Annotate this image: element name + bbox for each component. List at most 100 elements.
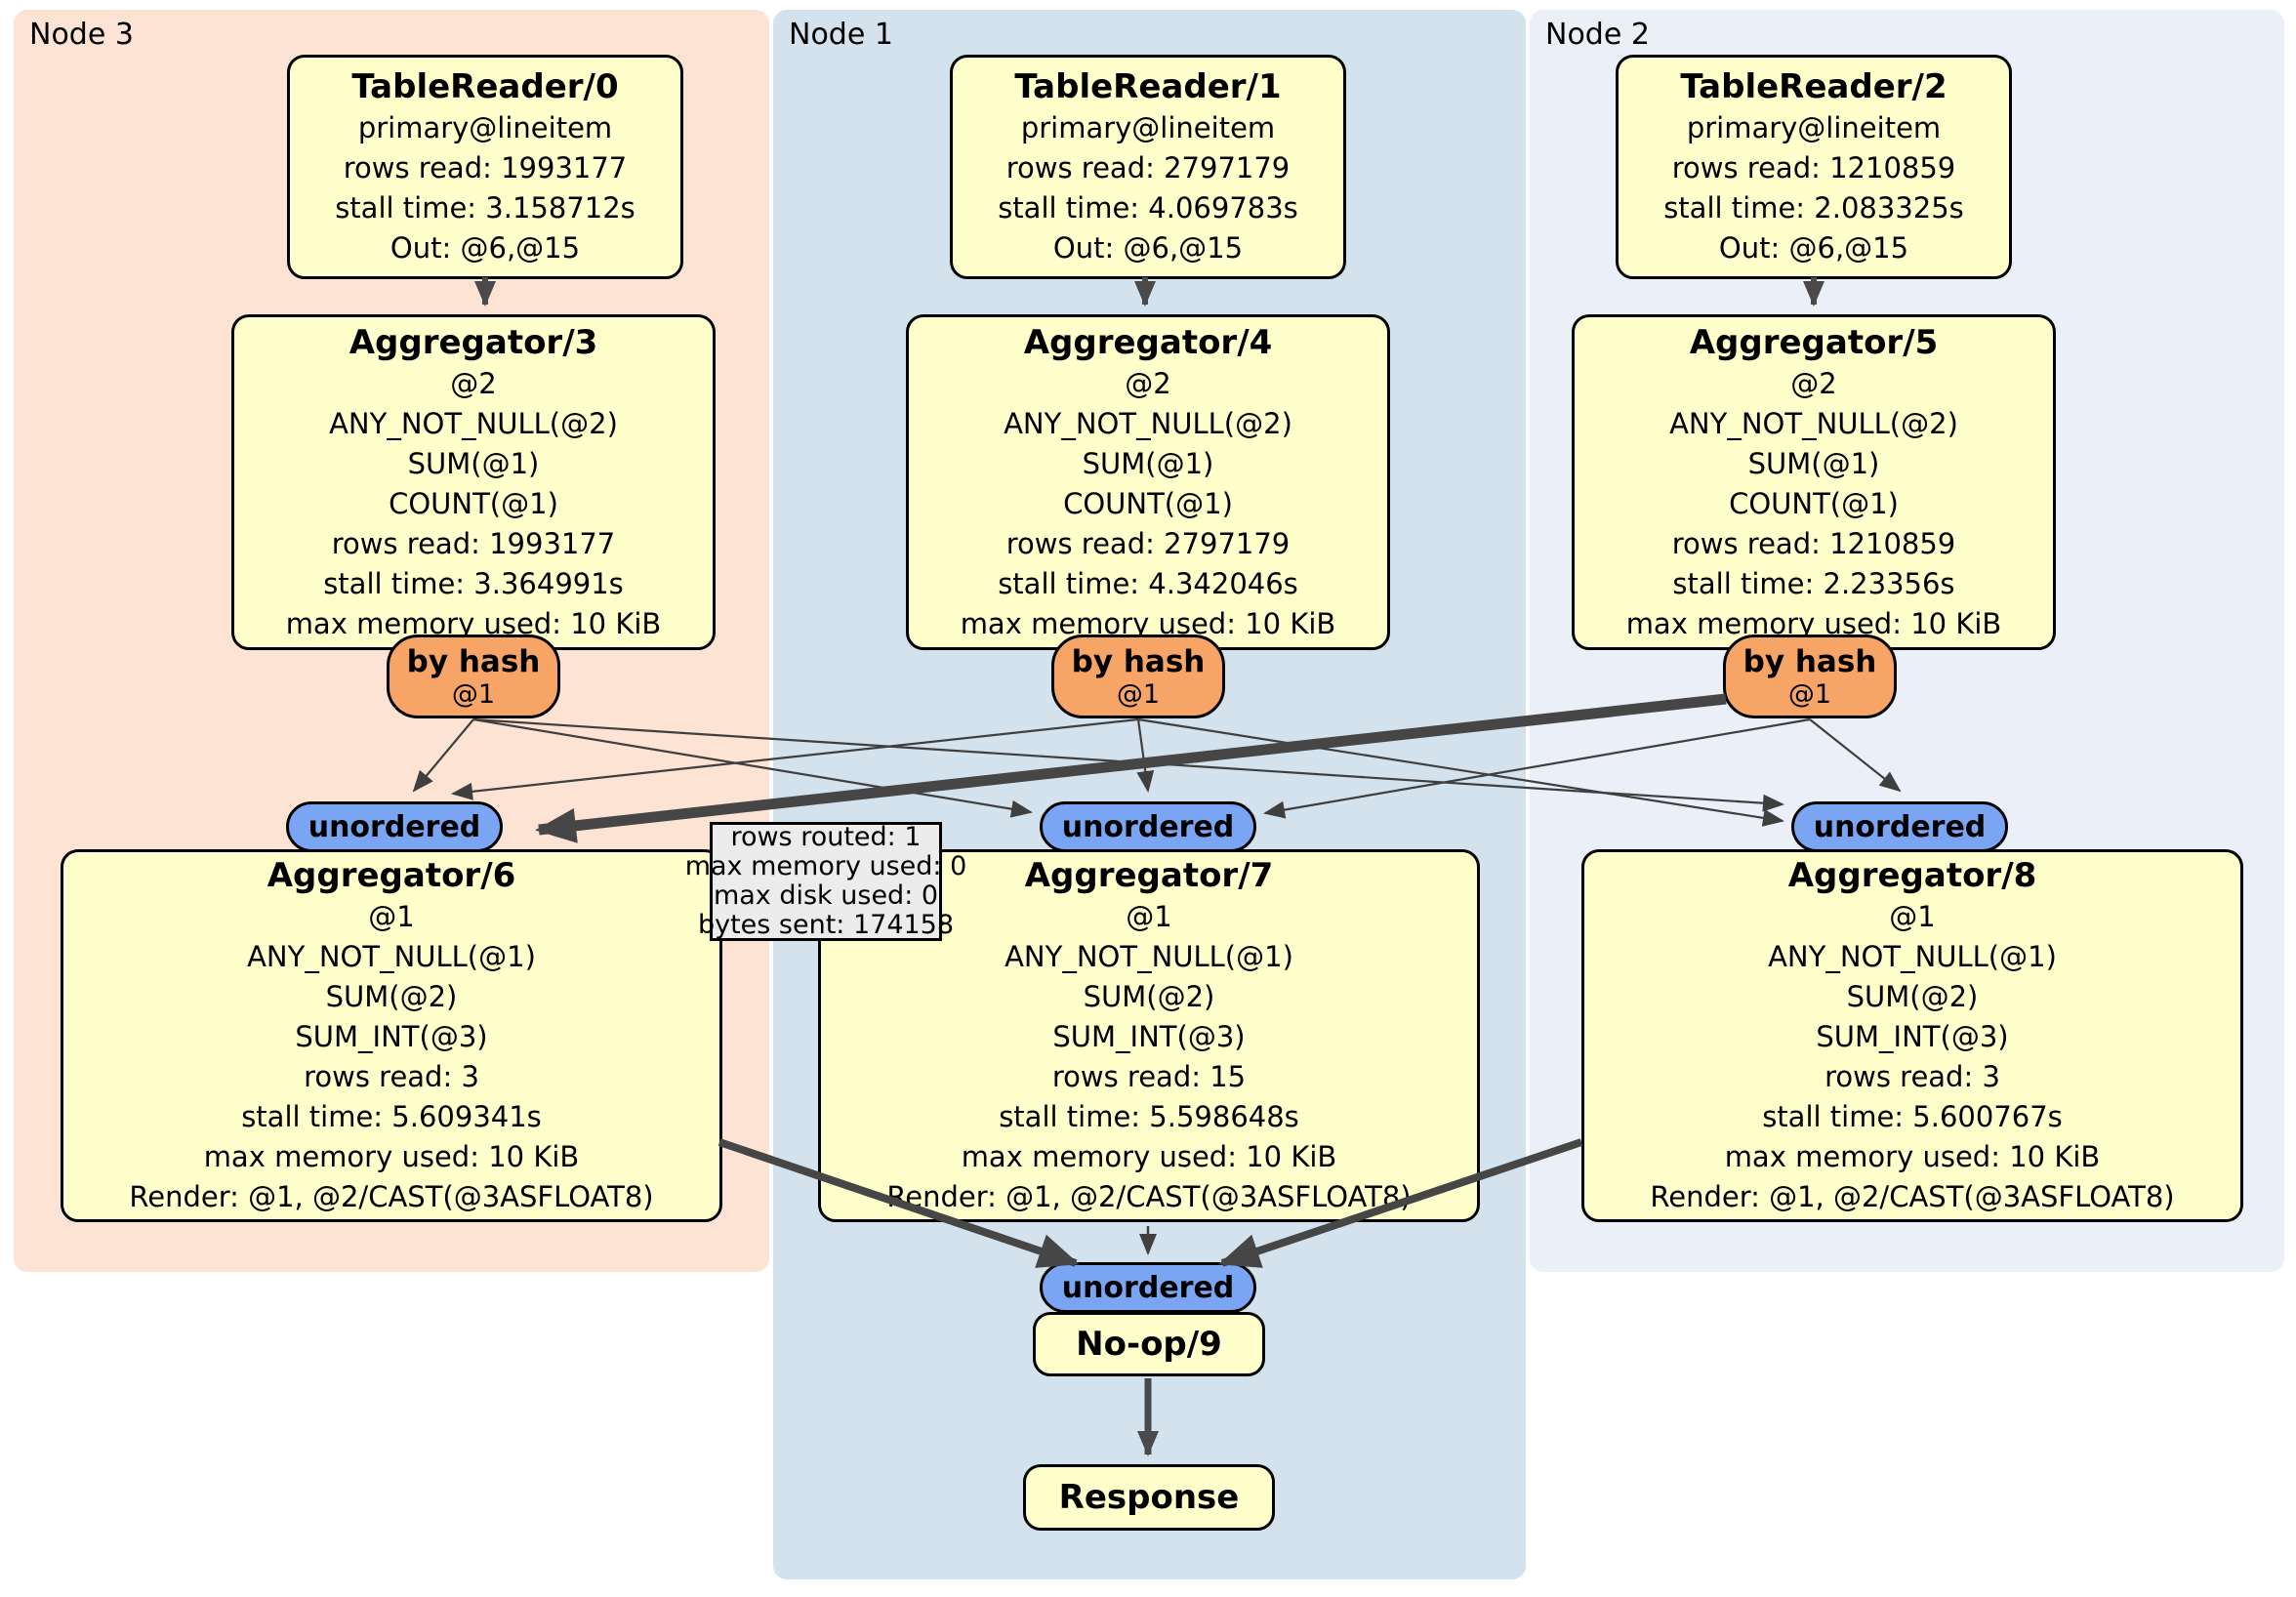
op-line: SUM(@2) <box>1846 980 1979 1013</box>
op-line: stall time: 3.364991s <box>323 566 624 600</box>
op-line: rows read: 15 <box>1051 1060 1247 1093</box>
by-hash-router-4: by hash @1 <box>1051 635 1225 718</box>
node3-label: Node 3 <box>29 18 134 52</box>
op-title: Aggregator/3 <box>348 322 598 362</box>
op-title: Aggregator/6 <box>266 856 516 895</box>
op-line: stall time: 5.598648s <box>999 1100 1299 1133</box>
op-title: Response <box>1058 1478 1240 1517</box>
op-line: @2 <box>1125 366 1171 400</box>
op-line: rows read: 3 <box>304 1060 479 1093</box>
op-line: stall time: 5.600767s <box>1762 1100 2063 1133</box>
op-title: TableReader/1 <box>1014 67 1282 106</box>
op-title: Aggregator/4 <box>1023 322 1273 362</box>
op-line: rows read: 1993177 <box>343 151 628 184</box>
op-line: rows read: 1210859 <box>1671 151 1956 184</box>
op-title: No-op/9 <box>1076 1325 1222 1364</box>
op-line: Render: @1, @2/CAST(@3ASFLOAT8) <box>129 1180 654 1213</box>
op-title: TableReader/2 <box>1680 67 1948 106</box>
op-line: Out: @6,@15 <box>1718 231 1909 265</box>
op-line: rows read: 3 <box>1824 1060 2000 1093</box>
op-line: max disk used: 0 <box>713 880 939 911</box>
op-title: Aggregator/5 <box>1689 322 1939 362</box>
by-hash-router-5: by hash @1 <box>1723 635 1897 718</box>
op-line: SUM(@1) <box>1082 446 1214 480</box>
by-hash-key: @1 <box>451 679 496 710</box>
unordered-label: unordered <box>308 809 481 844</box>
op-line: ANY_NOT_NULL(@2) <box>1669 406 1958 440</box>
unordered-label: unordered <box>1061 809 1235 844</box>
op-line: SUM(@1) <box>407 446 540 480</box>
op-tablereader-0: TableReader/0 primary@lineitem rows read:… <box>287 55 683 279</box>
op-line: max memory used: 10 KiB <box>960 606 1336 640</box>
op-line: primary@lineitem <box>357 111 613 144</box>
op-title: TableReader/0 <box>351 67 619 106</box>
op-line: stall time: 2.23356s <box>1672 566 1955 600</box>
op-line: max memory used: 10 KiB <box>285 606 662 640</box>
op-line: stall time: 4.342046s <box>998 566 1298 600</box>
op-line: ANY_NOT_NULL(@1) <box>1768 940 2057 973</box>
node2-label: Node 2 <box>1545 18 1650 52</box>
op-line: SUM(@1) <box>1747 446 1880 480</box>
op-line: ANY_NOT_NULL(@2) <box>1004 406 1292 440</box>
by-hash-label: by hash <box>1071 644 1206 679</box>
unordered-sync-9: unordered <box>1040 1262 1256 1313</box>
op-line: max memory used: 10 KiB <box>203 1140 580 1173</box>
op-line: COUNT(@1) <box>1729 486 1899 520</box>
op-noop-9: No-op/9 <box>1033 1312 1265 1376</box>
op-line: rows read: 2797179 <box>1005 151 1291 184</box>
node1-label: Node 1 <box>789 18 893 52</box>
unordered-label: unordered <box>1061 1270 1235 1305</box>
unordered-label: unordered <box>1813 809 1987 844</box>
op-details: primary@lineitem rows read: 1993177 stall … <box>335 108 636 268</box>
op-line: rows routed: 1 <box>730 822 922 852</box>
op-line: rows read: 1993177 <box>331 526 616 560</box>
op-line: max memory used: 10 KiB <box>1724 1140 2101 1173</box>
op-line: SUM(@2) <box>325 980 458 1013</box>
op-line: Out: @6,@15 <box>1052 231 1244 265</box>
op-line: COUNT(@1) <box>389 486 558 520</box>
by-hash-label: by hash <box>1742 644 1877 679</box>
unordered-sync-8: unordered <box>1791 801 2008 852</box>
op-line: rows read: 1210859 <box>1671 526 1956 560</box>
op-line: SUM(@2) <box>1083 980 1215 1013</box>
op-line: stall time: 4.069783s <box>998 191 1298 225</box>
op-line: rows read: 2797179 <box>1005 526 1291 560</box>
op-line: COUNT(@1) <box>1063 486 1233 520</box>
op-title: Aggregator/7 <box>1024 856 1274 895</box>
by-hash-router-3: by hash @1 <box>387 635 560 718</box>
op-response: Response <box>1023 1464 1275 1531</box>
unordered-sync-7: unordered <box>1040 801 1256 852</box>
op-line: bytes sent: 174158 <box>697 910 955 940</box>
op-line: @2 <box>1790 366 1837 400</box>
op-line: stall time: 3.158712s <box>335 191 636 225</box>
op-line: stall time: 5.609341s <box>241 1100 542 1133</box>
op-line: @1 <box>1889 900 1936 933</box>
op-line: @1 <box>368 900 415 933</box>
op-line: Out: @6,@15 <box>390 231 581 265</box>
op-line: primary@lineitem <box>1686 111 1942 144</box>
op-line: ANY_NOT_NULL(@1) <box>247 940 536 973</box>
op-line: ANY_NOT_NULL(@2) <box>329 406 618 440</box>
op-line: @1 <box>1126 900 1172 933</box>
op-line: @2 <box>450 366 497 400</box>
op-line: SUM_INT(@3) <box>1816 1020 2009 1053</box>
op-line: SUM_INT(@3) <box>295 1020 488 1053</box>
op-line: ANY_NOT_NULL(@1) <box>1004 940 1293 973</box>
